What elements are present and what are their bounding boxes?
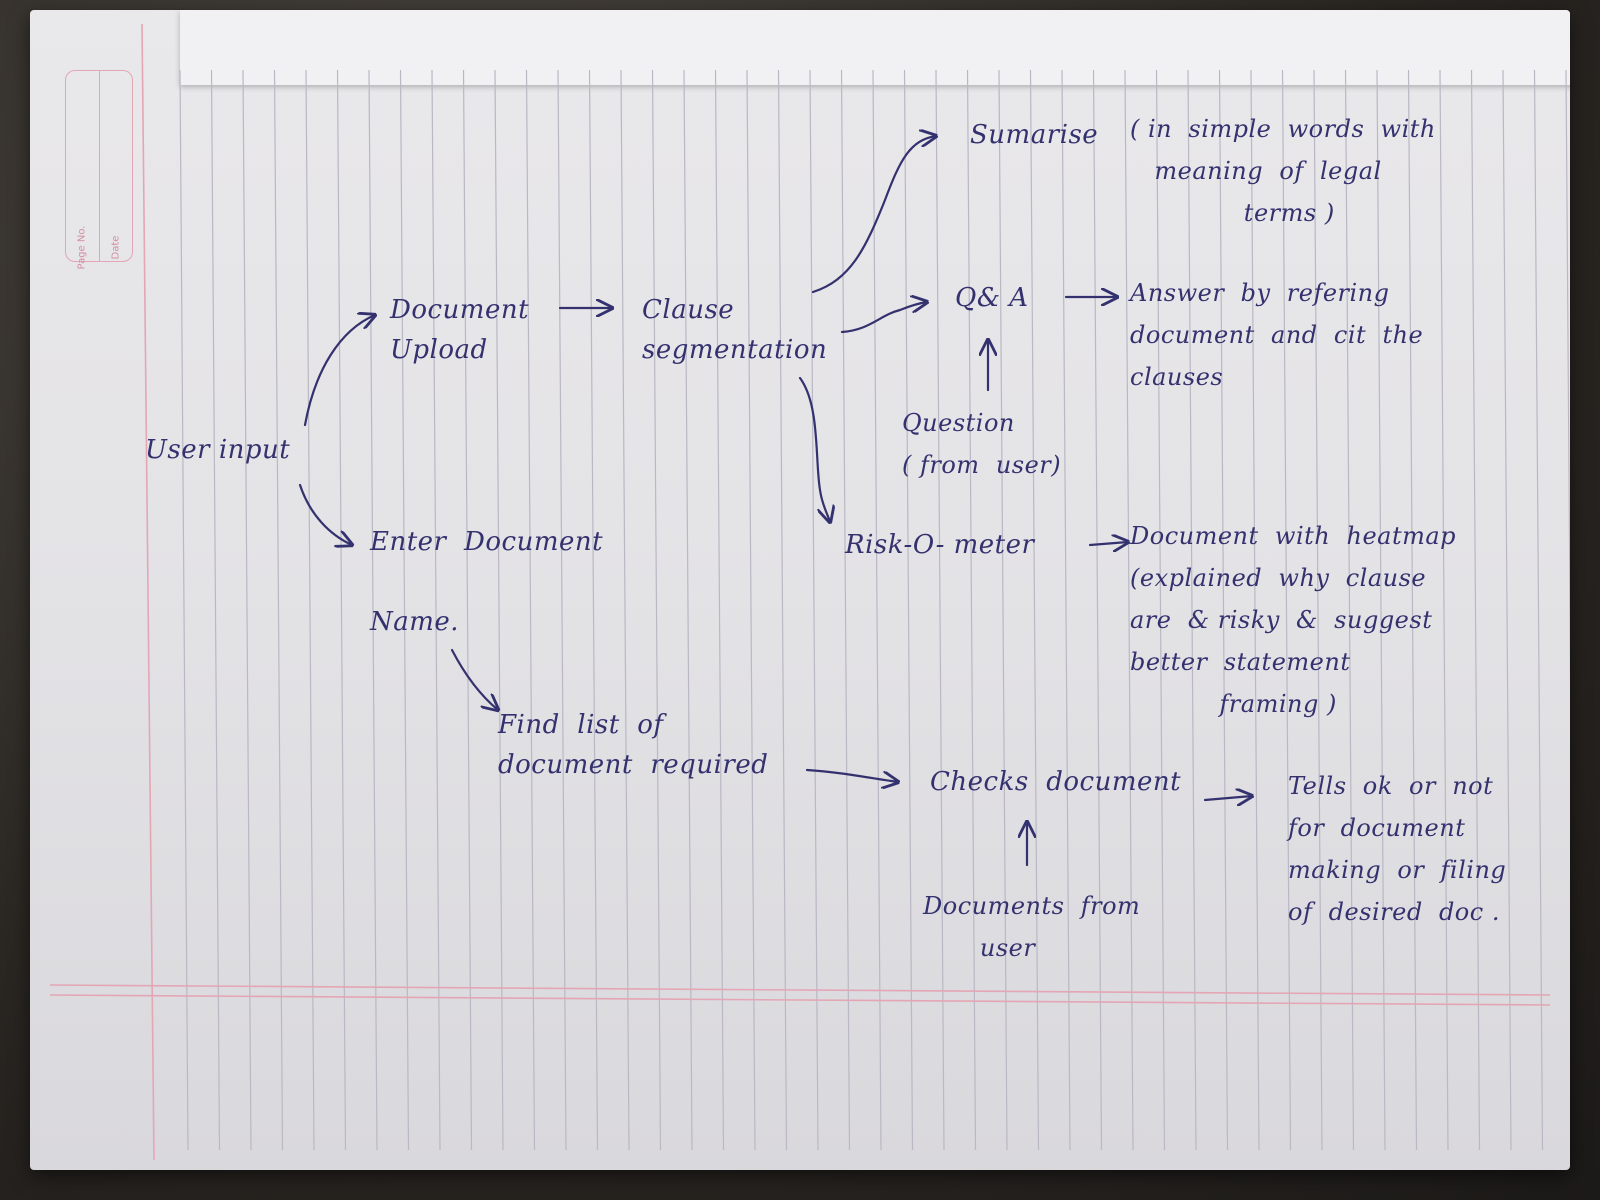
page-number-box: Page No. Date bbox=[65, 70, 133, 270]
margin-line bbox=[49, 984, 1551, 996]
ruled-line bbox=[840, 69, 851, 1151]
ruled-line bbox=[273, 69, 284, 1151]
page-rules bbox=[49, 23, 1570, 1161]
node-question: Question ( from user) bbox=[902, 409, 1062, 479]
arrow-clause-to-summarise bbox=[811, 136, 936, 294]
ruled-line bbox=[903, 69, 914, 1151]
node-find-list: Find list of document required bbox=[498, 710, 769, 780]
node-risk-meter: Risk-O- meter bbox=[845, 530, 1035, 560]
ruled-line bbox=[746, 69, 756, 1151]
arrow-find-to-checks bbox=[805, 768, 898, 782]
node-summarise-note: ( in simple words with meaning of legal … bbox=[1130, 115, 1436, 227]
node-summarise: Sumarise bbox=[970, 120, 1099, 150]
ruled-line bbox=[651, 69, 662, 1151]
ruled-line bbox=[1470, 69, 1481, 1151]
ruled-line bbox=[1029, 69, 1040, 1151]
ruled-line bbox=[305, 69, 315, 1151]
ruled-line bbox=[1250, 69, 1260, 1151]
ruled-line bbox=[935, 69, 945, 1151]
node-document-upload: Document Upload bbox=[390, 295, 530, 365]
ruled-line bbox=[683, 69, 693, 1151]
margin-line bbox=[141, 23, 155, 1161]
node-clause-segmentation: Clause segmentation bbox=[642, 295, 828, 365]
ruled-line bbox=[1092, 69, 1103, 1151]
ruled-line bbox=[1565, 69, 1570, 692]
ruled-line bbox=[462, 69, 473, 1151]
ruled-line bbox=[872, 69, 882, 1151]
ruled-line bbox=[966, 69, 977, 1151]
ruled-line bbox=[714, 69, 725, 1151]
ruled-line bbox=[1124, 69, 1134, 1151]
ruled-line bbox=[1218, 69, 1229, 1151]
ruled-line bbox=[777, 69, 788, 1151]
node-user-input: User input bbox=[145, 435, 291, 465]
ruled-line bbox=[998, 69, 1008, 1151]
ruled-line bbox=[1502, 69, 1512, 1151]
flow-arrows bbox=[298, 10, 1570, 867]
arrow-clause-to-risk bbox=[798, 376, 830, 522]
ruled-line bbox=[1187, 69, 1197, 1151]
arrow-risk-to-output bbox=[1088, 542, 1128, 545]
ruled-line bbox=[431, 69, 441, 1151]
ruled-line bbox=[1439, 69, 1449, 1151]
ruled-line bbox=[557, 69, 567, 1151]
arrow-input-to-name bbox=[298, 483, 352, 545]
ruled-line bbox=[494, 69, 504, 1151]
arrow-name-to-find bbox=[450, 648, 498, 710]
node-qa: Q& A bbox=[955, 283, 1029, 313]
ruled-line bbox=[588, 69, 599, 1151]
ruled-line bbox=[1313, 69, 1323, 1151]
notebook-page: Page No. Date bbox=[30, 10, 1570, 1170]
node-documents-from-user: Documents from user bbox=[923, 892, 1141, 962]
ruled-line bbox=[179, 69, 189, 1151]
arrow-clause-to-qa bbox=[840, 302, 927, 334]
ruled-line bbox=[368, 69, 378, 1151]
ruled-line bbox=[1061, 69, 1071, 1151]
ruled-line bbox=[809, 69, 819, 1151]
ruled-line bbox=[1376, 69, 1386, 1151]
page-no-cell: Page No. bbox=[66, 71, 100, 270]
ruled-line bbox=[1344, 69, 1355, 1151]
ruled-line bbox=[242, 69, 252, 1151]
ruled-line bbox=[336, 69, 347, 1151]
node-qa-answer: Answer by refering document and cit the … bbox=[1130, 279, 1424, 391]
margin-line bbox=[49, 994, 1551, 1006]
ruled-line bbox=[399, 69, 410, 1151]
ruled-line bbox=[620, 69, 630, 1151]
ruled-line bbox=[525, 69, 536, 1151]
ruled-line bbox=[1407, 69, 1418, 1151]
arrow-input-to-upload bbox=[303, 315, 375, 427]
ruled-line bbox=[1281, 69, 1292, 1151]
ruled-line bbox=[1533, 69, 1544, 1151]
node-enter-document-name: Enter Document Name. bbox=[370, 527, 604, 637]
arrow-checks-to-tells bbox=[1203, 796, 1252, 800]
page-edge bbox=[180, 10, 1570, 85]
node-risk-output: Document with heatmap (explained why cla… bbox=[1130, 522, 1457, 718]
ruled-line bbox=[1155, 69, 1166, 1151]
node-tells-ok: Tells ok or not for document making or f… bbox=[1288, 772, 1507, 926]
ruled-line bbox=[210, 69, 221, 1151]
node-checks-document: Checks document bbox=[930, 767, 1182, 797]
